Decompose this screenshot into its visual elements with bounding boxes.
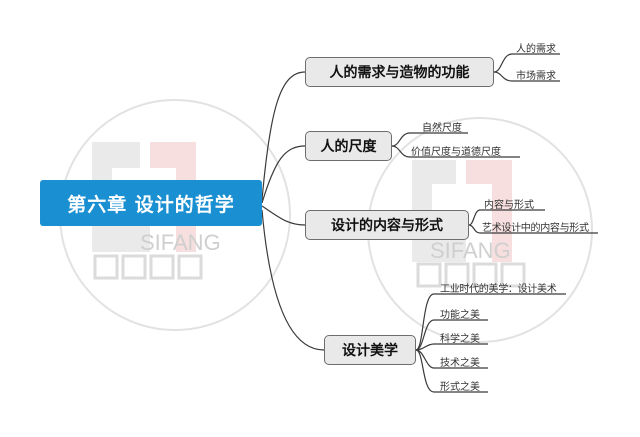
topic-human-scale[interactable]: 人的尺度 [305, 131, 392, 161]
leaf-content-and-form[interactable]: 内容与形式 [484, 200, 534, 211]
leaf-value-moral-scale[interactable]: 价值尺度与道德尺度 [411, 147, 501, 158]
leaf-human-needs[interactable]: 人的需求 [516, 44, 556, 55]
root-topic[interactable]: 第六章 设计的哲学 [40, 180, 262, 226]
watermark-logo-left [93, 254, 203, 280]
leaf-beauty-of-function[interactable]: 功能之美 [440, 310, 480, 321]
connector-topic-3 [261, 205, 306, 226]
leaf-beauty-of-technology[interactable]: 技术之美 [440, 358, 480, 369]
leaf-market-needs[interactable]: 市场需求 [516, 71, 556, 82]
leaf-beauty-of-science[interactable]: 科学之美 [440, 334, 480, 345]
connector-topic-1 [261, 71, 306, 201]
leaf-art-design-content-form[interactable]: 艺术设计中的内容与形式 [482, 223, 589, 234]
topic-needs-function[interactable]: 人的需求与造物的功能 [305, 57, 494, 87]
leaf-beauty-of-form[interactable]: 形式之美 [440, 382, 480, 393]
leaf-industrial-aesthetics[interactable]: 工业时代的美学：设计美术 [440, 284, 557, 295]
topic-design-aesthetics[interactable]: 设计美学 [324, 335, 416, 365]
leaf-natural-scale[interactable]: 自然尺度 [422, 123, 462, 134]
watermark-brand-right: SIFANG [430, 238, 511, 263]
watermark-brand-left: SIFANG [140, 230, 221, 255]
connector-leaf-4-1 [415, 293, 566, 351]
topic-content-form[interactable]: 设计的内容与形式 [305, 210, 469, 240]
connector-topic-2 [261, 145, 306, 204]
